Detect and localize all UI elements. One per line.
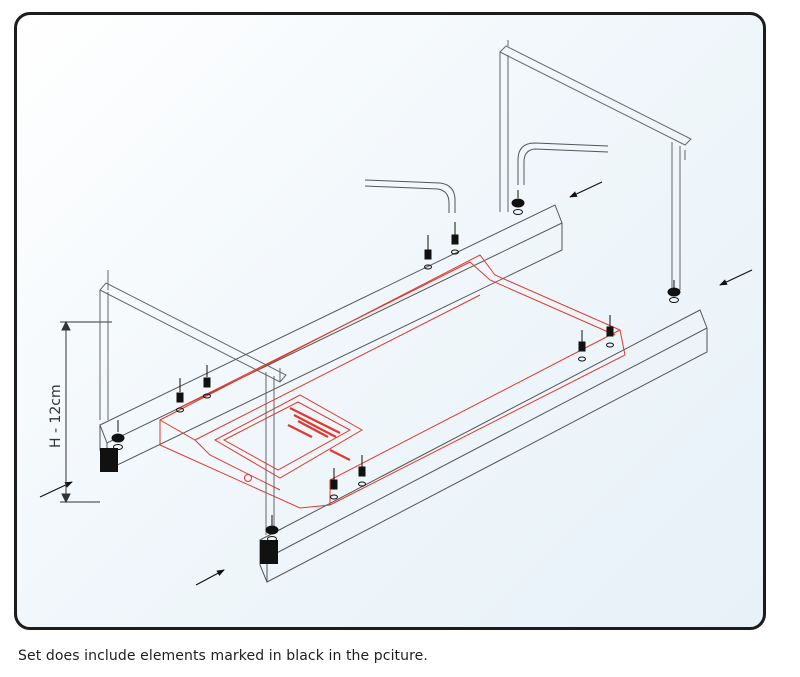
rail-end-cap-right — [260, 540, 278, 564]
screw-4 — [451, 222, 459, 245]
height-dimension-label: H - 12cm — [48, 384, 64, 448]
bracket-left — [99, 270, 287, 535]
screw-set — [176, 222, 614, 490]
caption-text: Set does include elements marked in blac… — [18, 648, 428, 664]
assembly-diagram: H - 12cm — [39, 40, 753, 586]
allen-key-right — [517, 142, 609, 185]
pull-out-tray — [159, 254, 626, 509]
screw-7 — [330, 468, 338, 490]
bracket-right — [499, 40, 692, 290]
tray-label-panel — [213, 394, 364, 479]
tray-finger-hole — [244, 474, 252, 482]
desk-rail-left — [99, 204, 563, 471]
allen-key-left — [364, 179, 456, 213]
tray-label-print — [287, 407, 351, 461]
screw-5 — [578, 330, 586, 352]
rail-end-cap-left — [100, 448, 118, 472]
screw-8 — [358, 455, 366, 477]
direction-arrows — [39, 181, 753, 586]
bracket-bolts — [111, 190, 681, 535]
desk-rail-right — [259, 309, 708, 583]
screw-3 — [424, 235, 432, 260]
washers — [113, 209, 679, 542]
screw-1 — [176, 378, 184, 403]
screw-6 — [606, 315, 614, 337]
height-dimension-marker — [60, 320, 112, 504]
diagram-frame: H - 12cm — [14, 12, 766, 630]
screw-2 — [203, 365, 211, 388]
